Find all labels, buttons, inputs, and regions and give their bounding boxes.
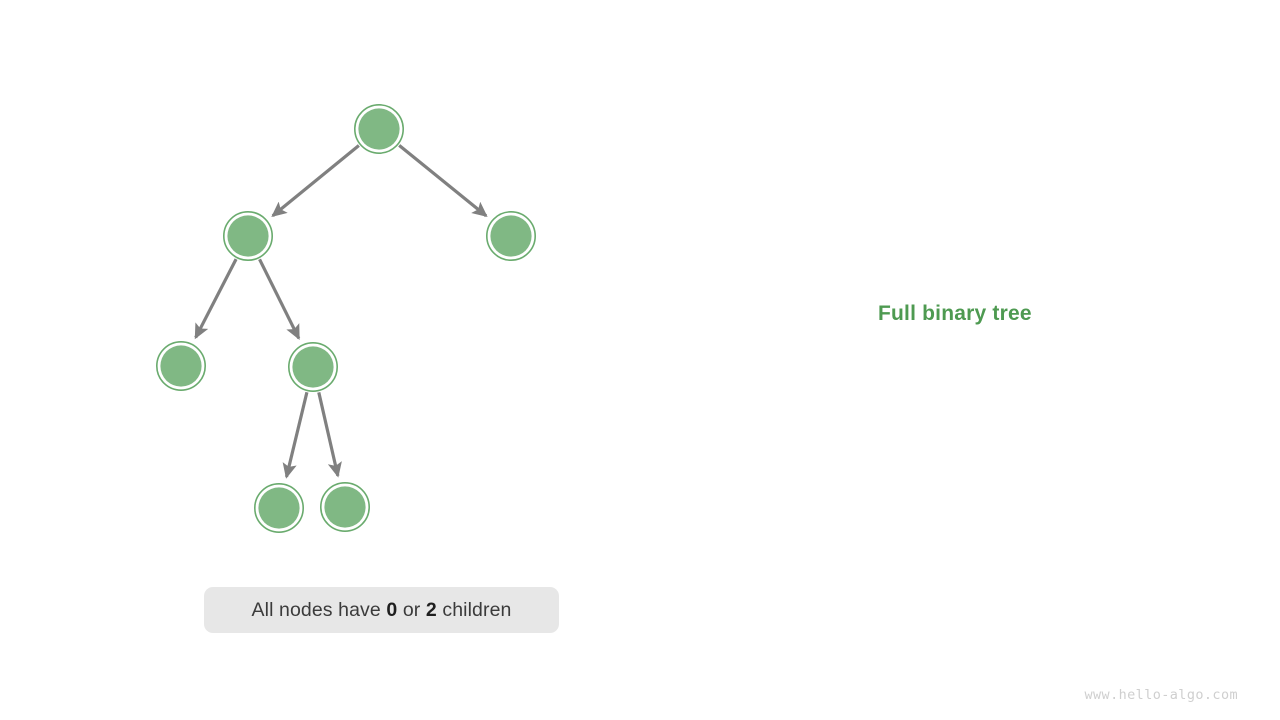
node-fill [160, 345, 202, 387]
tree-node[interactable] [156, 340, 207, 391]
tree-node[interactable] [223, 211, 274, 262]
node-ring [485, 211, 536, 262]
tree-edge [317, 391, 342, 478]
node-ring [223, 211, 274, 262]
node-fill [258, 487, 300, 529]
tree-edge [194, 258, 238, 340]
tree-node[interactable] [287, 341, 338, 392]
node-gap [356, 106, 402, 152]
node-gap [488, 213, 534, 259]
tree-edge [258, 258, 301, 341]
node-gap [290, 344, 336, 390]
node-fill [227, 215, 269, 257]
node-gap [225, 213, 271, 259]
page-title: Full binary tree [878, 302, 1032, 325]
caption-suffix: children [436, 598, 512, 621]
node-fill [324, 486, 366, 528]
node-gap [322, 484, 368, 530]
node-fill [292, 346, 334, 388]
caption-text: All nodes have 0 or 2 children [252, 599, 512, 622]
node-gap [256, 485, 302, 531]
node-fill [358, 108, 400, 150]
tree-edge [398, 144, 488, 218]
tree-node[interactable] [353, 104, 404, 155]
node-ring [353, 104, 404, 155]
tree-edge [282, 391, 309, 479]
node-fill [490, 215, 532, 257]
node-layer [156, 104, 536, 533]
caption-badge: All nodes have 0 or 2 children [204, 587, 559, 633]
watermark: www.hello-algo.com [1084, 687, 1238, 703]
edge-layer [194, 144, 488, 479]
node-ring [254, 482, 305, 533]
node-gap [158, 343, 204, 389]
node-ring [319, 481, 370, 532]
tree-node[interactable] [485, 211, 536, 262]
tree-node[interactable] [254, 482, 305, 533]
caption-middle: or [397, 598, 426, 621]
node-ring [156, 340, 207, 391]
caption-bold-zero: 0 [386, 598, 398, 621]
caption-prefix: All nodes have [251, 598, 387, 621]
caption-bold-two: 2 [425, 598, 437, 621]
node-ring [287, 341, 338, 392]
tree-node[interactable] [319, 481, 370, 532]
tree-edge [271, 144, 360, 217]
